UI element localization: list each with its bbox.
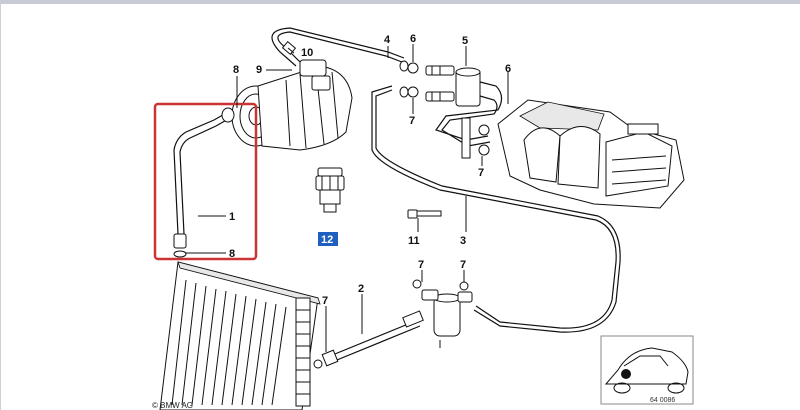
callout-7-e[interactable]: 7 — [322, 295, 328, 307]
callout-7-c[interactable]: 7 — [418, 259, 424, 271]
pipe-3[interactable] — [371, 85, 621, 333]
pipe-1[interactable] — [173, 107, 235, 258]
callout-7-a[interactable]: 7 — [409, 115, 415, 127]
o-rings-top — [399, 60, 490, 156]
callout-10[interactable]: 10 — [301, 47, 313, 59]
evaporator[interactable] — [497, 99, 685, 209]
callout-6-top[interactable]: 6 — [410, 33, 416, 45]
pressure-switch[interactable] — [315, 167, 345, 213]
location-dot — [621, 369, 631, 379]
expansion-valve[interactable] — [425, 65, 503, 159]
callout-1[interactable]: 1 — [229, 211, 235, 223]
top-border — [0, 0, 800, 4]
copyright-text: © BMW AG — [152, 401, 193, 410]
callout-5[interactable]: 5 — [462, 35, 468, 47]
callout-12-highlight — [318, 232, 338, 246]
callout-7-b[interactable]: 7 — [478, 167, 484, 179]
suction-hose[interactable] — [271, 27, 405, 67]
callout-7-d[interactable]: 7 — [460, 259, 466, 271]
callout-2[interactable]: 2 — [358, 283, 364, 295]
callout-9[interactable]: 9 — [256, 64, 262, 76]
left-border — [0, 4, 1, 410]
condenser[interactable] — [159, 261, 321, 410]
callout-8-bottom[interactable]: 8 — [229, 248, 235, 260]
callout-11[interactable]: 11 — [408, 235, 420, 247]
bolt[interactable] — [407, 209, 442, 219]
callout-6-right[interactable]: 6 — [505, 63, 511, 75]
callout-3[interactable]: 3 — [460, 235, 466, 247]
pipe-2[interactable] — [321, 310, 424, 367]
callout-8-top[interactable]: 8 — [233, 64, 239, 76]
callout-12[interactable]: 12 — [321, 234, 333, 246]
selection-highlight-box — [153, 102, 258, 261]
drawing-code: 64 0086 — [650, 397, 675, 404]
vehicle-location-thumbnail[interactable]: 64 0086 — [600, 335, 694, 405]
receiver-drier[interactable] — [421, 289, 473, 348]
leader-lines — [186, 44, 509, 352]
callout-4[interactable]: 4 — [384, 34, 391, 46]
